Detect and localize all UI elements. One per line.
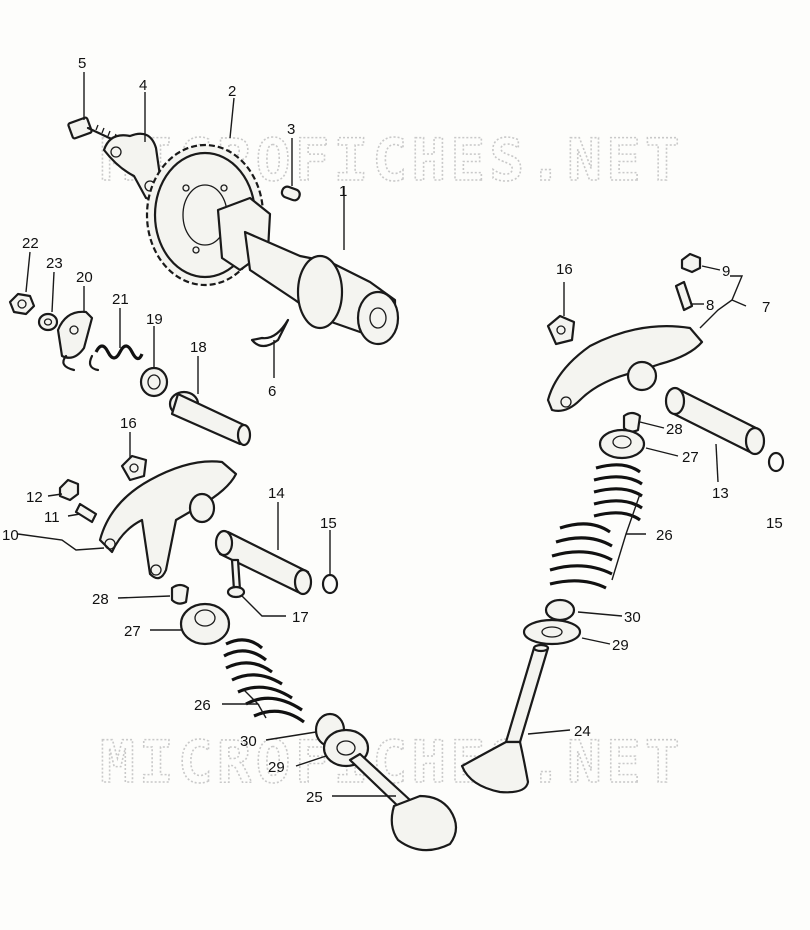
part-bushing-19 [139, 366, 169, 398]
callout-26-left: 26 [194, 697, 211, 714]
part-seat-29-right [522, 618, 582, 646]
callout-24: 24 [574, 723, 591, 740]
callout-27-left: 27 [124, 623, 141, 640]
part-valve-24 [460, 643, 550, 794]
part-bolt-17 [226, 558, 246, 599]
callout-14: 14 [268, 485, 285, 502]
part-cotter-28-right [622, 411, 642, 433]
part-dowel-pin [280, 185, 301, 202]
part-adjuster-8 [674, 280, 694, 312]
callout-15-left: 15 [320, 515, 337, 532]
callout-labels: 5 4 2 3 1 6 22 23 20 21 19 18 16 9 8 7 1… [2, 55, 783, 806]
callout-23: 23 [46, 255, 63, 272]
part-plate-20 [56, 310, 94, 372]
callout-19: 19 [146, 311, 163, 328]
callout-8: 8 [706, 297, 714, 314]
callout-30-right: 30 [624, 609, 641, 626]
part-rocker-shaft-14 [214, 529, 313, 596]
callout-9: 9 [722, 263, 730, 280]
part-washer-23 [37, 312, 59, 332]
callout-11: 11 [44, 509, 60, 526]
part-nut-22 [8, 292, 36, 316]
callout-18: 18 [190, 339, 207, 356]
callout-3: 3 [287, 121, 295, 138]
leader-lines [17, 72, 747, 797]
part-rocker-shaft-13 [664, 386, 766, 456]
part-retainer-27-right [598, 428, 646, 460]
part-rocker-arm-left [98, 460, 238, 580]
callout-6: 6 [268, 383, 276, 400]
part-retainer-27-left [179, 602, 231, 646]
callout-29-left: 29 [268, 759, 285, 776]
callout-28-right: 28 [666, 421, 683, 438]
callout-27-right: 27 [682, 449, 699, 466]
callout-2: 2 [228, 83, 236, 100]
callout-10: 10 [2, 527, 19, 544]
callout-28-left: 28 [92, 591, 109, 608]
callout-26-right: 26 [656, 527, 673, 544]
part-oring-15-right [767, 451, 785, 473]
callout-7: 7 [762, 299, 770, 316]
callout-30-left: 30 [240, 733, 257, 750]
part-camshaft [216, 196, 400, 346]
part-nut-9 [680, 252, 702, 274]
part-adjuster-11 [74, 502, 98, 524]
part-spring-21 [88, 344, 144, 372]
callout-4: 4 [139, 77, 147, 94]
callout-13: 13 [712, 485, 729, 502]
part-cotter-28-left [170, 583, 190, 605]
callout-5: 5 [78, 55, 86, 72]
callout-12: 12 [26, 489, 43, 506]
part-shaft-18 [168, 390, 252, 447]
callout-29-right: 29 [612, 637, 629, 654]
callout-21: 21 [112, 291, 129, 308]
callout-1: 1 [339, 183, 347, 200]
part-springs-26-right [549, 463, 643, 590]
part-seal-30-right [544, 598, 576, 622]
part-rocker-arm-right [546, 325, 704, 412]
callout-16-right: 16 [556, 261, 573, 278]
callout-17: 17 [292, 609, 309, 626]
callout-15-right: 15 [766, 515, 783, 532]
part-valve-25 [348, 752, 458, 852]
callout-20: 20 [76, 269, 93, 286]
part-stud-16-right [546, 314, 576, 346]
callout-16-left: 16 [120, 415, 137, 432]
part-circlip [250, 318, 290, 348]
callout-25: 25 [306, 789, 323, 806]
part-oring-15-left [321, 573, 339, 595]
part-nut-12 [58, 478, 80, 502]
part-springs-26-left [223, 638, 305, 724]
callout-22: 22 [22, 235, 39, 252]
part-stud-16-left [120, 454, 148, 482]
